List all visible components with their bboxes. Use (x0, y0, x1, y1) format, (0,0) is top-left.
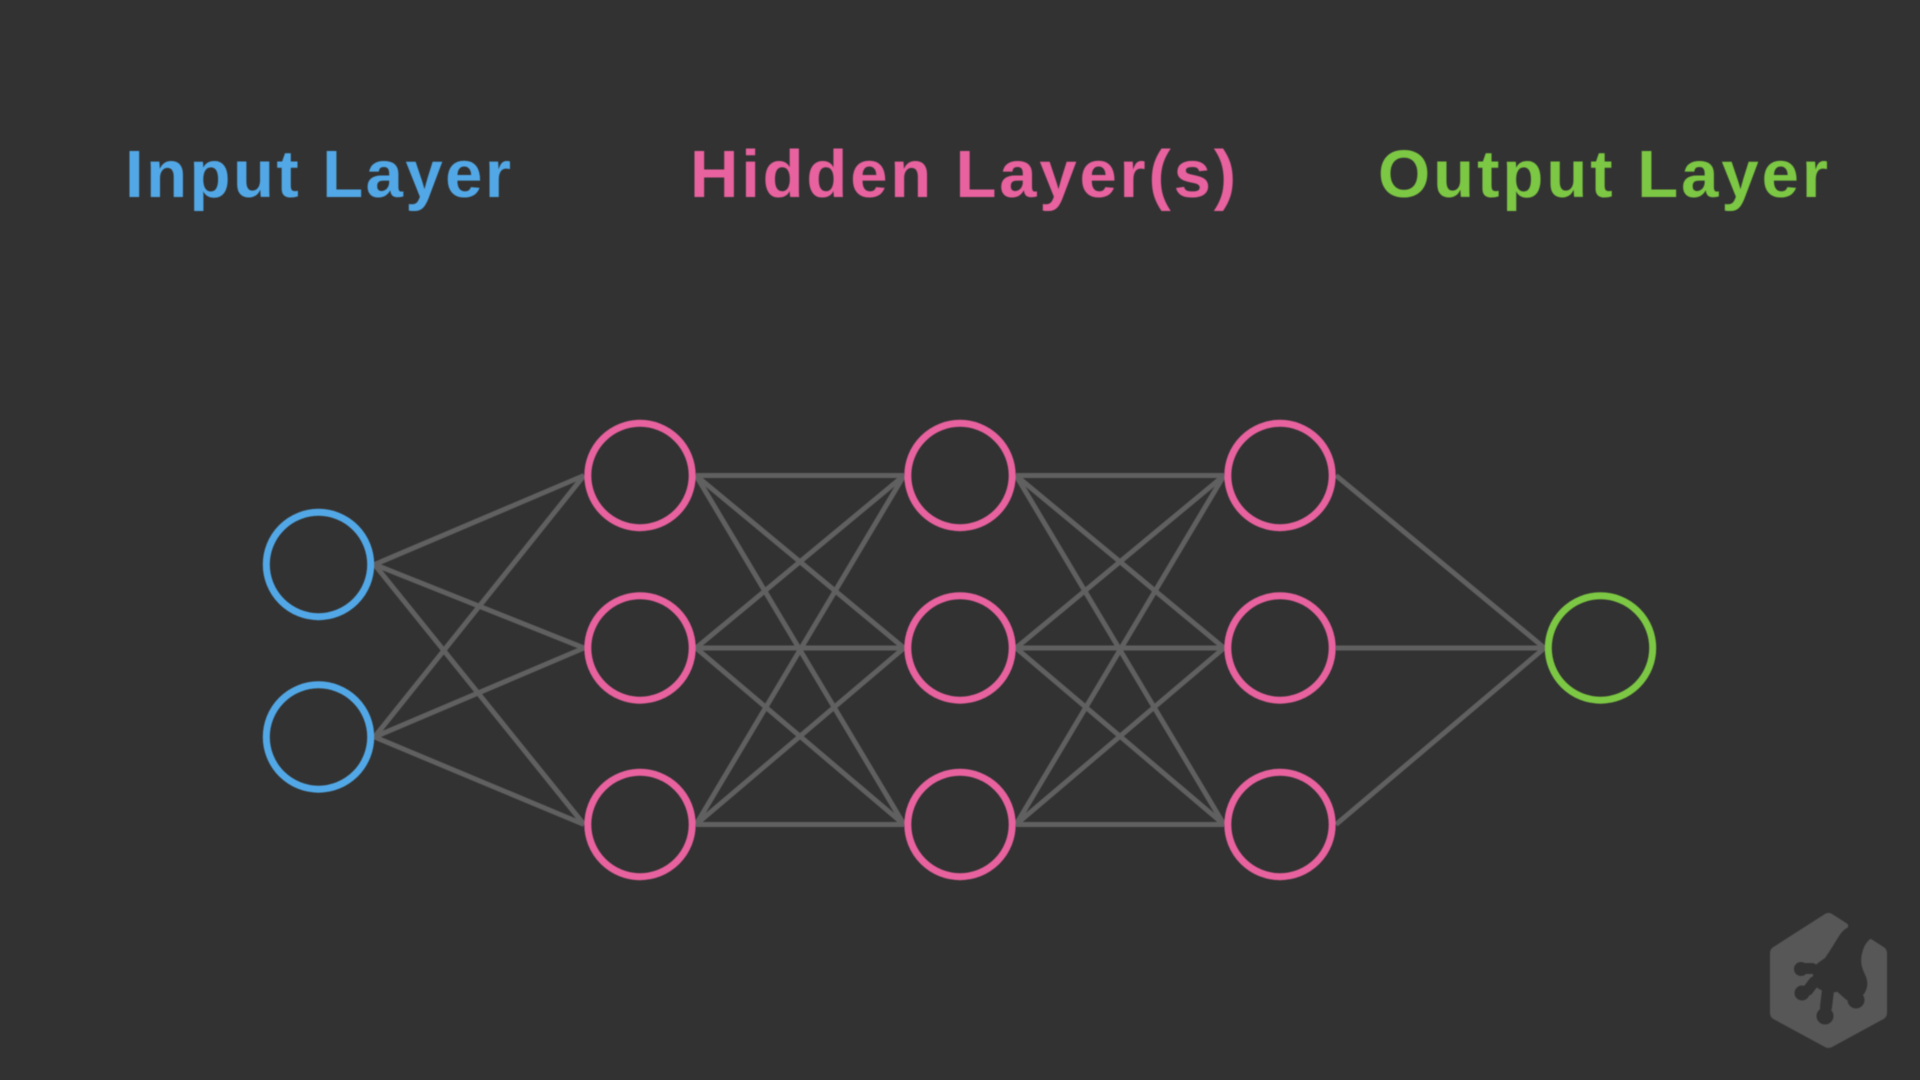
svg-text:Output Layer: Output Layer (1378, 137, 1828, 212)
svg-text:Hidden Layer(s): Hidden Layer(s) (690, 137, 1236, 212)
svg-text:Input Layer: Input Layer (125, 137, 511, 212)
